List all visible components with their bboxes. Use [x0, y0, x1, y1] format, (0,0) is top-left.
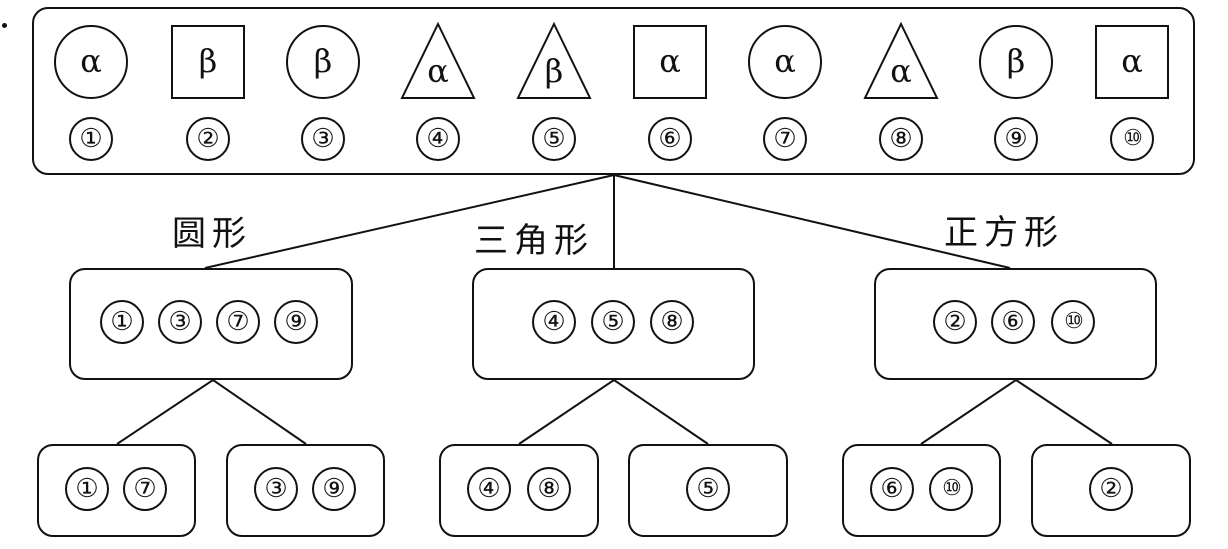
subgroup-member: ⑨ [312, 467, 356, 511]
connector-root-square [613, 174, 1011, 269]
subgroup-member: ⑧ [527, 467, 571, 511]
shape-letter: β [313, 42, 333, 80]
shape-number: ⑩ [1110, 117, 1154, 161]
triangle-icon [400, 22, 476, 99]
shape-number: ⑦ [763, 117, 807, 161]
square-group-member: ② [933, 300, 977, 344]
shape-number: ⑥ [648, 117, 692, 161]
shape-number: ⑧ [879, 117, 923, 161]
triangle-subgroup-left-box [439, 444, 599, 537]
circle-group-member: ① [100, 300, 144, 344]
subgroup-member: ⑦ [123, 467, 167, 511]
connector-square-right [1015, 379, 1113, 445]
subgroup-member: ⑥ [870, 467, 914, 511]
triangle-group-member: ④ [532, 300, 576, 344]
shape-letter: α [1121, 42, 1143, 80]
triangle-group-box [472, 268, 755, 380]
shape-number: ① [69, 117, 113, 161]
circle-group-member: ⑨ [274, 300, 318, 344]
square-icon [633, 25, 707, 99]
circle-group-member: ③ [158, 300, 202, 344]
triangle-group-member: ⑧ [650, 300, 694, 344]
square-subgroup-left-box [842, 444, 1001, 537]
connector-square-left [920, 379, 1017, 445]
circle-subgroup-left-box [37, 444, 196, 537]
bullet-dot [2, 23, 7, 28]
circle-icon [748, 25, 822, 99]
triangle-group-member: ⑤ [591, 300, 635, 344]
square-group-member: ⑥ [991, 300, 1035, 344]
circle-icon [286, 25, 360, 99]
shape-number: ③ [301, 117, 345, 161]
subgroup-member: ② [1089, 467, 1133, 511]
shape-number: ② [186, 117, 230, 161]
shape-number: ⑨ [994, 117, 1038, 161]
subgroup-member: ③ [254, 467, 298, 511]
shape-letter: α [659, 42, 681, 80]
category-label-triangle: 三角形 [474, 221, 594, 261]
shape-letter: β [198, 42, 218, 80]
shape-number: ④ [416, 117, 460, 161]
subgroup-member: ① [65, 467, 109, 511]
circle-icon [54, 25, 128, 99]
triangle-subgroup-right-box [628, 444, 788, 537]
shape-letter: α [427, 52, 449, 90]
square-icon [1095, 25, 1169, 99]
connector-root-circle [204, 174, 615, 269]
shape-letter: α [80, 42, 102, 80]
connector-triangle-right [613, 379, 709, 445]
connector-circle-right [212, 379, 307, 445]
subgroup-member: ④ [467, 467, 511, 511]
shape-letter: β [544, 52, 564, 90]
category-label-square: 正方形 [944, 213, 1064, 253]
circle-icon [979, 25, 1053, 99]
triangle-icon [516, 22, 592, 99]
shape-letter: β [1006, 42, 1026, 80]
connector-circle-left [116, 379, 214, 445]
subgroup-member: ⑩ [929, 467, 973, 511]
connector-triangle-left [518, 379, 615, 445]
square-group-member: ⑩ [1051, 300, 1095, 344]
circle-subgroup-right-box [226, 444, 385, 537]
category-label-circle: 圆形 [172, 214, 252, 254]
square-icon [171, 25, 245, 99]
circle-group-member: ⑦ [216, 300, 260, 344]
subgroup-member: ⑤ [686, 467, 730, 511]
shape-letter: α [774, 42, 796, 80]
triangle-icon [863, 22, 939, 99]
shape-number: ⑤ [532, 117, 576, 161]
shape-letter: α [890, 52, 912, 90]
